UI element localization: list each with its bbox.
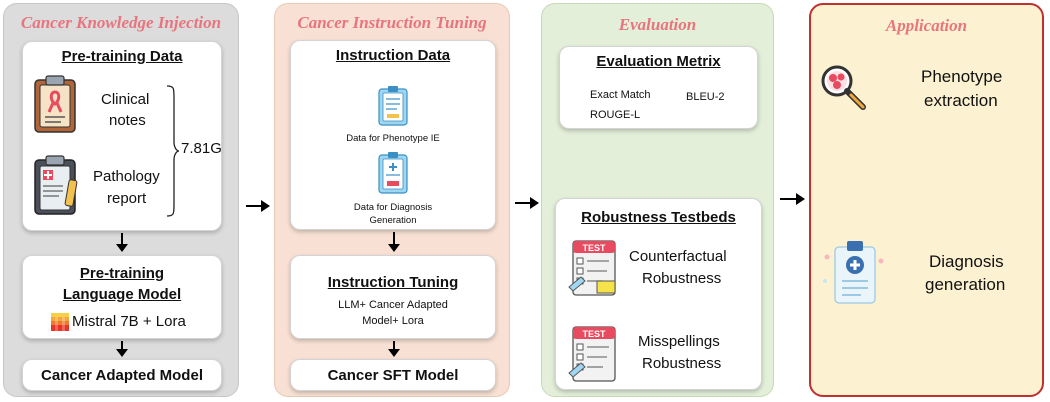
pathology-report-label-line1: Pathology <box>93 168 160 185</box>
clipboard-medical-icon <box>34 155 78 215</box>
arrow-down-4 <box>388 341 400 357</box>
instruction-data-box: Instruction Data Data for Phenotype IE D… <box>290 40 496 230</box>
cancer-adapted-model-box: Cancer Adapted Model <box>22 359 222 391</box>
exact-match-label: Exact Match <box>590 89 651 101</box>
panel-title: Evaluation <box>618 15 697 34</box>
evaluation-metrics-box: Evaluation Metrix Exact Match BLEU-2 ROU… <box>559 46 758 129</box>
svg-text:TEST: TEST <box>582 329 606 339</box>
instruction-tuning-box: Instruction Tuning LLM+ Cancer Adapted M… <box>290 255 496 339</box>
evaluation-metrics-title: Evaluation Metrix <box>596 53 721 70</box>
phenotype-data-label: Data for Phenotype IE <box>346 133 440 144</box>
bleu-label: BLEU-2 <box>686 91 725 103</box>
misspellings-label-line1: Misspellings <box>638 333 720 350</box>
diagnosis-data-label-line1: Data for Diagnosis <box>353 202 433 213</box>
panel-evaluation: Evaluation Evaluation Metrix Exact Match… <box>541 3 774 397</box>
counterfactual-label-line1: Counterfactual <box>629 248 727 265</box>
brace <box>166 85 180 217</box>
arrow-down-1 <box>116 233 128 252</box>
svg-text:TEST: TEST <box>582 243 606 253</box>
arrow-down-2 <box>116 341 128 357</box>
pretraining-language-model-box: Pre-training Language Model Mistral 7B +… <box>22 255 222 339</box>
panel-application: Application Phenotype extraction Diagnos… <box>809 3 1044 397</box>
instruction-tuning-line1: LLM+ Cancer Adapted <box>338 299 448 311</box>
pathology-report-label-line2: report <box>107 190 147 207</box>
panel-title: Cancer Instruction Tuning <box>297 13 487 32</box>
pretraining-model-title-line1: Pre-training <box>79 265 165 282</box>
diagnosis-generation-label-line2: generation <box>925 275 1006 294</box>
document-icon <box>378 86 408 126</box>
panel-cancer-instruction-tuning: Cancer Instruction Tuning Instruction Da… <box>274 3 510 397</box>
pretraining-data-title: Pre-training Data <box>61 48 183 65</box>
cancer-sft-model-box: Cancer SFT Model <box>290 359 496 391</box>
clinical-notes-label-line2: notes <box>109 112 146 129</box>
arrow-down-3 <box>388 232 400 252</box>
data-size-label: 7.81G <box>181 140 222 157</box>
clinical-notes-label-line1: Clinical <box>101 91 150 108</box>
pretraining-model-title-line2: Language Model <box>62 286 182 303</box>
diagnosis-generation-label-line1: Diagnosis <box>929 252 1004 271</box>
arrow-right-2 <box>515 197 539 209</box>
robustness-testbeds-box: Robustness Testbeds TEST Counterfactual … <box>555 198 762 390</box>
rouge-label: ROUGE-L <box>590 109 641 121</box>
phenotype-extraction-label-line1: Phenotype <box>921 67 1003 86</box>
instruction-tuning-line2: Model+ Lora <box>362 315 424 327</box>
test-checklist-icon: TEST <box>568 240 616 296</box>
phenotype-extraction-label-line2: extraction <box>924 91 998 110</box>
mistral-logo-icon <box>51 313 69 331</box>
diagnosis-data-label-line2: Generation <box>369 215 417 226</box>
panel-title: Application <box>885 16 968 35</box>
cancer-adapted-model-label: Cancer Adapted Model <box>41 367 203 384</box>
clipboard-ribbon-icon <box>34 75 76 133</box>
document-icon <box>378 152 408 194</box>
clipboard-plus-icon <box>823 241 884 304</box>
counterfactual-label-line2: Robustness <box>642 270 722 287</box>
magnifier-icon <box>821 65 866 110</box>
cancer-sft-model-label: Cancer SFT Model <box>327 367 459 384</box>
instruction-data-title: Instruction Data <box>335 47 451 64</box>
pretraining-data-box: Pre-training Data Clinical notes Patholo… <box>22 41 222 231</box>
panel-cancer-knowledge-injection: Cancer Knowledge Injection Pre-training … <box>3 3 239 397</box>
mistral-model-label: Mistral 7B + Lora <box>72 313 186 330</box>
instruction-tuning-title: Instruction Tuning <box>327 274 459 291</box>
arrow-right-3 <box>780 193 805 205</box>
robustness-testbeds-title: Robustness Testbeds <box>581 209 736 226</box>
arrow-right-1 <box>246 200 270 212</box>
panel-title: Cancer Knowledge Injection <box>20 13 222 32</box>
test-checklist-icon: TEST <box>568 326 616 382</box>
misspellings-label-line2: Robustness <box>642 355 722 372</box>
